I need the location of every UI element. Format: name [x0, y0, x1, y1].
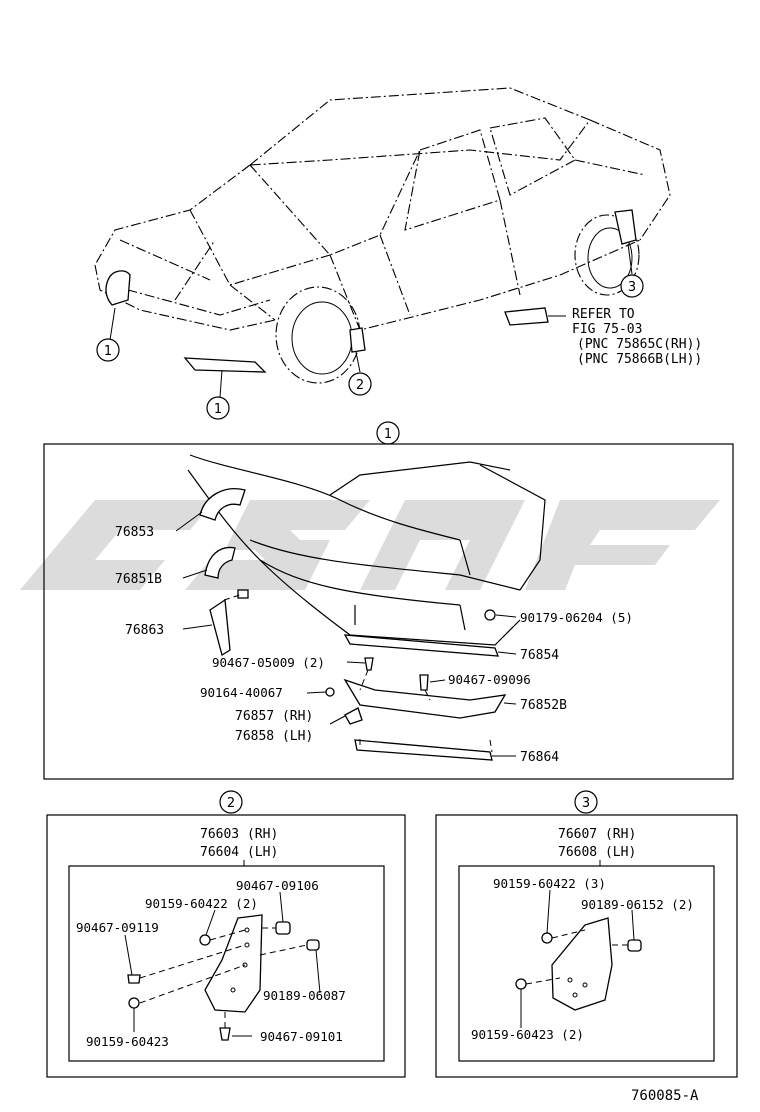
watermark-logo [20, 500, 720, 590]
section-3-callout: 3 [582, 796, 590, 811]
part-90189-06152: 90189-06152 (2) [581, 897, 694, 912]
section-3: 3 76607 (RH) 76608 (LH) 90159-60422 (3) … [435, 790, 738, 1078]
part-90159-60422: 90159-60422 (2) [145, 896, 258, 911]
refer-line-4: (PNC 75866B(LH)) [577, 352, 702, 367]
mudguard-front [204, 914, 263, 1013]
part-76858-lh: 76858 (LH) [235, 729, 313, 744]
callout-number: 1 [214, 402, 222, 417]
callout-number: 2 [356, 378, 364, 393]
callout-overview-front-mudguard: 2 [348, 372, 372, 396]
callout-overview-front-spoiler: 1 [206, 396, 230, 420]
part-76857-rh: 76857 (RH) [235, 709, 313, 724]
part-90467-09119: 90467-09119 [76, 920, 159, 935]
callout-number: 3 [628, 280, 636, 295]
callout-overview-rear-mudguard: 3 [620, 274, 644, 298]
section-2: 2 76603 (RH) 76604 (LH) 90467-09106 [46, 790, 406, 1078]
refer-note: REFER TO FIG 75-03 (PNC 75865C(RH)) (PNC… [572, 307, 702, 367]
part-76853: 76853 [115, 525, 154, 540]
part-90467-09096: 90467-09096 [448, 672, 531, 687]
mudguard-rear [551, 917, 613, 1011]
part-90467-09101: 90467-09101 [260, 1029, 343, 1044]
part-90164-40067: 90164-40067 [200, 685, 283, 700]
part-76863: 76863 [125, 623, 164, 638]
part-90159-60423-2: 90159-60423 (2) [471, 1027, 584, 1042]
refer-line-2: FIG 75-03 [572, 322, 642, 337]
section-1-frame [43, 443, 734, 780]
section-3-title-rh: 76607 (RH) [558, 827, 636, 842]
figure-number: 760085-A [631, 1088, 699, 1104]
part-76854: 76854 [520, 648, 559, 663]
part-76851b: 76851B [115, 572, 162, 587]
section-1: 1 [43, 421, 734, 780]
part-90159-60423: 90159-60423 [86, 1034, 169, 1049]
callout-number: 1 [104, 344, 112, 359]
callout-overview-front-fender: 1 [96, 338, 120, 362]
part-90159-60422-3: 90159-60422 (3) [493, 876, 606, 891]
refer-line-3: (PNC 75865C(RH)) [577, 337, 702, 352]
section-1-callout: 1 [384, 427, 392, 442]
part-90179-06204: 90179-06204 (5) [520, 610, 633, 625]
section-2-callout: 2 [227, 796, 235, 811]
refer-line-1: REFER TO [572, 307, 635, 322]
car-outline [94, 87, 671, 398]
part-90467-09106: 90467-09106 [236, 878, 319, 893]
section-3-inner-frame [458, 865, 715, 1062]
section-2-title-lh: 76604 (LH) [200, 845, 278, 860]
part-76864: 76864 [520, 750, 559, 765]
section-3-title-lh: 76608 (LH) [558, 845, 636, 860]
part-76852b: 76852B [520, 698, 567, 713]
section-2-title-rh: 76603 (RH) [200, 827, 278, 842]
section-3-outer-frame [435, 814, 738, 1078]
part-90467-05009: 90467-05009 (2) [212, 655, 325, 670]
part-90189-06087: 90189-06087 [263, 988, 346, 1003]
section-2-inner-frame [68, 865, 385, 1062]
section-2-outer-frame [46, 814, 406, 1078]
